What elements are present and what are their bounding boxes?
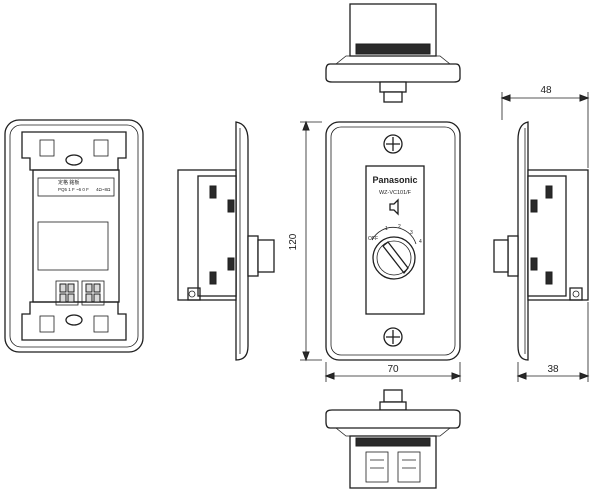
side-left-latch-3 bbox=[227, 199, 235, 213]
dial-tick-2: 2 bbox=[398, 224, 401, 230]
top-plate-bevel bbox=[335, 55, 451, 65]
top-view bbox=[325, 3, 461, 103]
side-view-right bbox=[493, 121, 589, 361]
rear-terminal-slot-7 bbox=[85, 293, 93, 303]
depth-dimension-label: 48 bbox=[540, 85, 552, 96]
bottom-terminal-right bbox=[397, 451, 421, 483]
rear-terminal-slot-4 bbox=[67, 293, 75, 303]
side-view-left bbox=[177, 121, 275, 361]
rear-bottom-screw-hole bbox=[65, 314, 83, 326]
dimension-depth-body: 38 bbox=[516, 302, 590, 382]
rear-top-clip-right bbox=[93, 139, 109, 157]
rear-label-small: 4Ω~8Ω bbox=[96, 187, 111, 192]
side-right-latch-2 bbox=[545, 271, 553, 285]
depth-body-dimension-label: 38 bbox=[547, 364, 559, 375]
bottom-plate-bevel bbox=[335, 427, 451, 437]
rear-plate-outer bbox=[4, 119, 144, 353]
rear-label-area bbox=[37, 177, 115, 197]
brand-logo-text: Panasonic bbox=[372, 175, 417, 185]
rear-view: 定格 銘板 PQ5 1 F ~6 0 F 4Ω~8Ω bbox=[4, 119, 144, 353]
side-right-latch-3 bbox=[530, 199, 538, 213]
bottom-terminal-left bbox=[365, 451, 389, 483]
rear-terminal-slot-3 bbox=[59, 293, 67, 303]
side-left-plate bbox=[235, 121, 249, 361]
front-plate-inner bbox=[330, 126, 456, 356]
bottom-body-band bbox=[355, 437, 431, 447]
speaker-icon bbox=[389, 198, 399, 216]
rear-terminal-slot-6 bbox=[93, 283, 101, 293]
dimension-width: 70 bbox=[324, 362, 462, 382]
rear-label-line2: PQ5 1 F ~6 0 F bbox=[58, 187, 89, 192]
rear-bottom-clip-right bbox=[93, 315, 109, 333]
front-plate-outer bbox=[325, 121, 461, 361]
rear-body bbox=[32, 169, 120, 303]
rear-terminal-left bbox=[55, 280, 79, 306]
side-left-latch-1 bbox=[209, 185, 217, 199]
side-left-knob bbox=[257, 239, 275, 273]
side-left-terminal bbox=[187, 287, 201, 301]
rear-terminal-slot-1 bbox=[59, 283, 67, 293]
dial-scale-arc bbox=[371, 227, 417, 245]
rear-center-panel bbox=[37, 221, 109, 271]
dial-tick-4: 4 bbox=[419, 239, 422, 245]
bottom-view bbox=[325, 389, 461, 489]
rear-bottom-frame bbox=[21, 301, 127, 341]
top-plate bbox=[325, 63, 461, 83]
side-right-latch-4 bbox=[530, 257, 538, 271]
bottom-knob bbox=[383, 389, 403, 403]
top-screw-icon bbox=[383, 134, 403, 154]
front-switch-face bbox=[365, 165, 425, 315]
side-left-latch-2 bbox=[209, 271, 217, 285]
bottom-plate bbox=[325, 409, 461, 429]
side-right-plate bbox=[517, 121, 529, 361]
rear-terminal-slot-2 bbox=[67, 283, 75, 293]
rear-top-frame bbox=[21, 131, 127, 171]
rear-terminal-slot-8 bbox=[93, 293, 101, 303]
side-left-latch-4 bbox=[227, 257, 235, 271]
side-right-shaft bbox=[507, 235, 519, 277]
rear-plate-inner bbox=[9, 124, 139, 348]
dimension-height: 120 bbox=[288, 120, 322, 362]
dial-tick-1: 1 bbox=[385, 226, 388, 232]
rear-top-clip-left bbox=[39, 139, 55, 157]
side-right-terminal-screw bbox=[572, 290, 580, 298]
side-left-terminal-screw bbox=[188, 290, 196, 298]
bottom-terminal-lines bbox=[370, 459, 416, 469]
side-right-knob bbox=[493, 239, 509, 273]
rear-terminal-right bbox=[81, 280, 105, 306]
top-knob bbox=[383, 91, 403, 103]
rear-bottom-clip-left bbox=[39, 315, 55, 333]
top-shaft bbox=[379, 81, 407, 93]
dial-off-label: OFF bbox=[368, 236, 378, 242]
model-number: WZ-VC101/F bbox=[379, 190, 412, 196]
dimension-depth: 48 bbox=[500, 85, 590, 168]
rear-label-line1: 定格 銘板 bbox=[58, 179, 79, 186]
side-left-shaft bbox=[247, 235, 259, 277]
rear-terminal-slot-5 bbox=[85, 283, 93, 293]
height-dimension-label: 120 bbox=[288, 233, 299, 250]
bottom-screw-icon bbox=[383, 327, 403, 347]
front-view: Panasonic WZ-VC101/F OFF 1 2 3 4 bbox=[325, 121, 461, 361]
dial-tick-3: 3 bbox=[410, 230, 413, 236]
bottom-screw-cross bbox=[386, 330, 400, 344]
bottom-shaft bbox=[379, 401, 407, 411]
top-body-band bbox=[355, 43, 431, 55]
volume-dial-knob[interactable] bbox=[372, 236, 416, 280]
width-dimension-label: 70 bbox=[387, 364, 399, 375]
rear-top-screw-hole bbox=[65, 154, 83, 166]
side-left-box bbox=[197, 175, 237, 297]
side-right-latch-1 bbox=[545, 185, 553, 199]
top-screw-cross bbox=[386, 137, 400, 151]
side-right-terminal bbox=[569, 287, 583, 301]
